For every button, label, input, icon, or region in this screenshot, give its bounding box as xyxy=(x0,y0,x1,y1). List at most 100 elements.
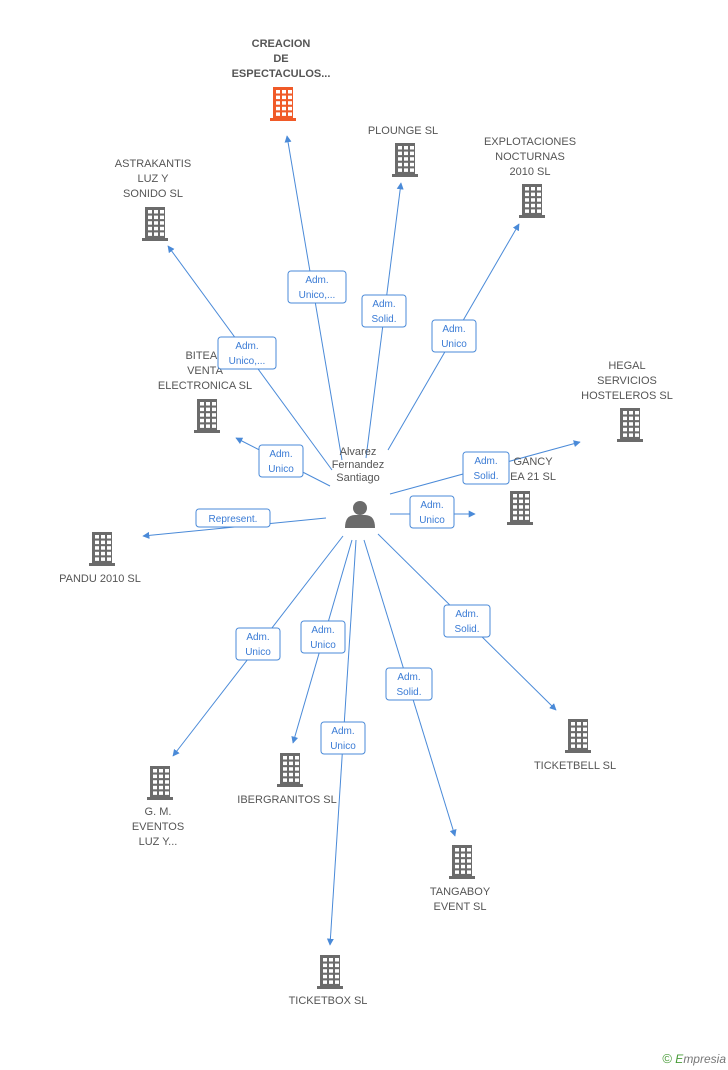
relation-badge-ibergranitos[interactable]: Adm. Unico xyxy=(300,620,346,654)
relation-text: Unico xyxy=(441,339,467,350)
relation-badge-gm[interactable]: Adm. Unico xyxy=(235,627,281,661)
company-label-ibergranitos[interactable]: IBERGRANITOS SL xyxy=(237,794,336,806)
company-label-line: LUZ Y... xyxy=(139,836,178,848)
company-label-line: BITEAB xyxy=(185,350,224,362)
company-label-explotaciones[interactable]: EXPLOTACIONES NOCTURNAS 2010 SL xyxy=(484,136,576,178)
relation-text: Unico,... xyxy=(229,356,266,367)
company-label-line: TICKETBELL SL xyxy=(534,760,616,772)
relation-text: Adm. xyxy=(311,625,334,636)
company-label-line: EVENT SL xyxy=(434,901,487,913)
building-icon[interactable] xyxy=(317,955,343,989)
relation-badge-pandu[interactable]: Represent. xyxy=(195,508,271,528)
relation-text: Adm. xyxy=(331,726,354,737)
relation-text: Unico xyxy=(310,640,336,651)
company-label-line: EXPLOTACIONES xyxy=(484,136,576,148)
building-icon[interactable] xyxy=(142,207,168,241)
relation-text: Solid. xyxy=(371,314,396,325)
relation-text: Represent. xyxy=(209,514,258,525)
company-label-line: TICKETBOX SL xyxy=(289,995,368,1007)
person-label-line: Alvarez xyxy=(340,446,377,458)
copyright-symbol: © xyxy=(662,1051,672,1066)
company-label-line: EA 21 SL xyxy=(510,471,556,483)
company-label-pandu[interactable]: PANDU 2010 SL xyxy=(59,573,141,585)
company-label-line: ELECTRONICA SL xyxy=(158,380,252,392)
company-label-ticketbox[interactable]: TICKETBOX SL xyxy=(289,995,368,1007)
relation-badge-explotaciones[interactable]: Adm. Unico xyxy=(431,319,477,353)
brand-name: mpresia xyxy=(683,1052,726,1066)
building-icon[interactable] xyxy=(270,87,296,121)
relation-badge-biteab[interactable]: Adm. Unico xyxy=(258,444,304,478)
building-icon[interactable] xyxy=(617,408,643,442)
company-label-line: HOSTELEROS SL xyxy=(581,390,673,402)
relation-text: Unico xyxy=(245,647,271,658)
company-label-line: SERVICIOS xyxy=(597,375,657,387)
relation-badge-creacion[interactable]: Adm. Unico,... xyxy=(287,270,347,304)
building-icon[interactable] xyxy=(194,399,220,433)
relation-badge-gancy[interactable]: Adm. Unico xyxy=(409,495,455,529)
edges-layer xyxy=(142,135,581,946)
relation-badge-plounge[interactable]: Adm. Solid. xyxy=(361,294,407,328)
relation-badge-ticketbox[interactable]: Adm.Unico xyxy=(320,721,366,755)
company-label-line: EVENTOS xyxy=(132,821,184,833)
company-label-line: ASTRAKANTIS xyxy=(115,158,191,170)
company-label-line: SONIDO SL xyxy=(123,188,183,200)
relation-text: Unico,... xyxy=(299,290,336,301)
company-label-line: NOCTURNAS xyxy=(495,151,565,163)
company-label-line: IBERGRANITOS SL xyxy=(237,794,336,806)
company-label-gm[interactable]: G. M. EVENTOS LUZ Y... xyxy=(132,806,184,848)
relation-text: Adm. xyxy=(372,299,395,310)
company-label-line: LUZ Y xyxy=(138,173,170,185)
relation-text: Adm. xyxy=(442,324,465,335)
person-label-line: Santiago xyxy=(336,472,379,484)
company-label-line: TANGABOY xyxy=(430,886,491,898)
person-icon[interactable] xyxy=(345,501,375,528)
building-icon[interactable] xyxy=(89,532,115,566)
company-label-tangaboy[interactable]: TANGABOY EVENT SL xyxy=(430,886,491,913)
relation-text: Solid. xyxy=(396,687,421,698)
relation-badge-tangaboy[interactable]: Adm. Solid. xyxy=(385,667,433,701)
relation-badge-hegal[interactable]: Adm. Solid. xyxy=(462,451,510,485)
company-label-line: G. M. xyxy=(145,806,172,818)
building-icon[interactable] xyxy=(519,184,545,218)
person-label-line: Fernandez xyxy=(332,459,385,471)
building-icon[interactable] xyxy=(392,143,418,177)
relation-text: Unico xyxy=(419,515,445,526)
building-icon[interactable] xyxy=(565,719,591,753)
relation-text: Adm. xyxy=(420,500,443,511)
relation-text: Solid. xyxy=(473,471,498,482)
company-label-line: CREACION xyxy=(252,38,311,50)
building-icon[interactable] xyxy=(507,491,533,525)
company-label-ticketbell[interactable]: TICKETBELL SL xyxy=(534,760,616,772)
brand-initial: E xyxy=(675,1052,684,1066)
relation-badge-astrakantis[interactable]: Adm. Unico,... xyxy=(217,336,277,370)
company-label-line: 2010 SL xyxy=(510,166,551,178)
relations-layer: Adm.Unico,...Adm.Solid.Adm.UnicoAdm.Unic… xyxy=(195,270,510,755)
relation-badge-ticketbell[interactable]: Adm. Solid. xyxy=(443,604,491,638)
building-icon[interactable] xyxy=(449,845,475,879)
company-label-hegal[interactable]: HEGAL SERVICIOS HOSTELEROS SL xyxy=(581,360,673,402)
company-label-plounge[interactable]: PLOUNGE SL xyxy=(368,125,438,137)
relation-text: Adm. xyxy=(455,609,478,620)
watermark: © Empresia xyxy=(662,1051,726,1066)
relation-text: Adm. xyxy=(235,341,258,352)
company-label-line: ESPECTACULOS... xyxy=(232,68,331,80)
relation-text: Adm. xyxy=(305,275,328,286)
building-icon[interactable] xyxy=(147,766,173,800)
company-label-line: PANDU 2010 SL xyxy=(59,573,141,585)
company-label-line: HEGAL xyxy=(608,360,645,372)
relation-text: Adm. xyxy=(397,672,420,683)
relation-text: Unico xyxy=(268,464,294,475)
relation-text: Solid. xyxy=(454,624,479,635)
company-label-line: PLOUNGE SL xyxy=(368,125,438,137)
relation-text: Adm. xyxy=(474,456,497,467)
building-icon[interactable] xyxy=(277,753,303,787)
company-label-astrakantis[interactable]: ASTRAKANTIS LUZ Y SONIDO SL xyxy=(115,158,191,200)
relation-text: Adm. xyxy=(246,632,269,643)
relation-text: Adm. xyxy=(269,449,292,460)
